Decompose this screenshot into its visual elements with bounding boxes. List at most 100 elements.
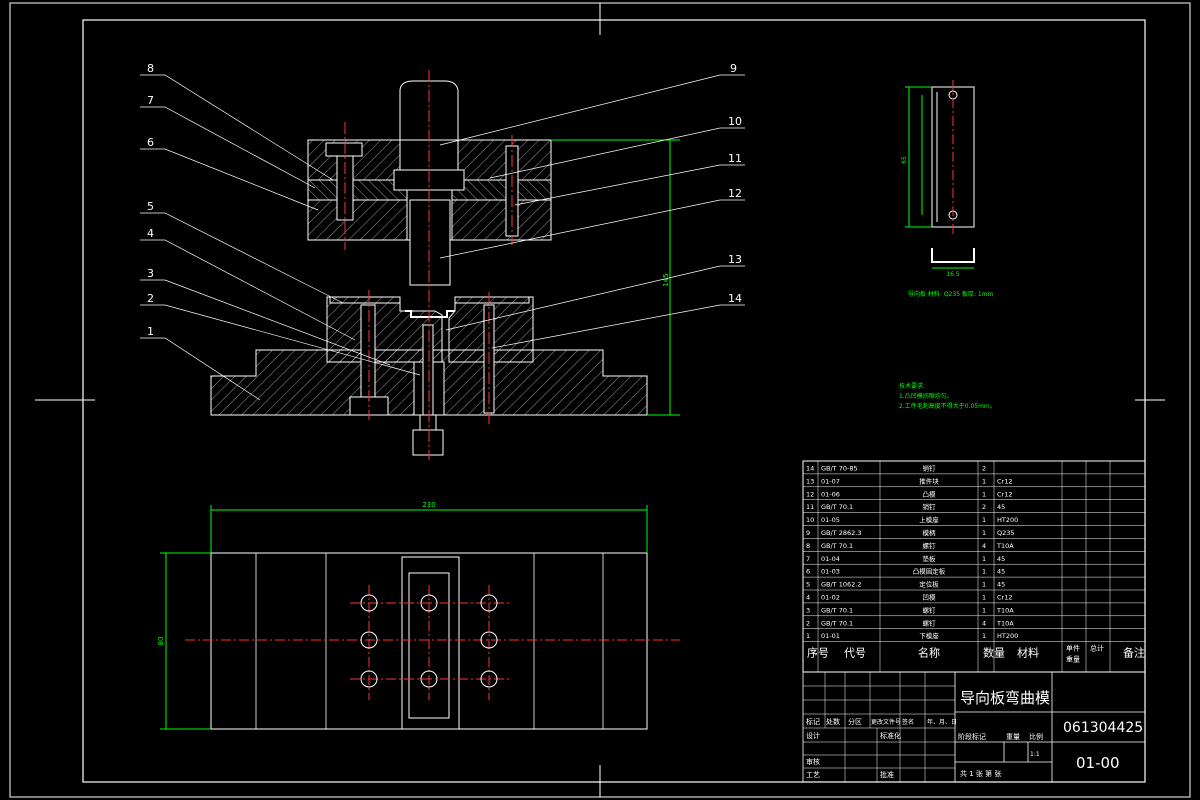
- bom-cell-code: GB/T 2862.3: [821, 529, 861, 537]
- bom-cell-no: 13: [806, 477, 814, 485]
- bom-cell-qty: 1: [982, 632, 986, 640]
- bom-cell-name: 螺钉: [923, 605, 937, 614]
- bom-cell-no: 12: [806, 490, 814, 498]
- bom-cell-mat: HT200: [997, 516, 1018, 524]
- sign-label-4: 更改文件号: [871, 718, 901, 726]
- bom-cell-name: 螺钉: [923, 541, 937, 550]
- bom-header: 序号: [807, 646, 829, 660]
- leader-2: 2: [147, 292, 154, 305]
- leader-4: 4: [147, 227, 154, 240]
- bom-cell-name: 定位板: [919, 580, 939, 589]
- bom-cell-mat: T10A: [996, 619, 1014, 627]
- title-block-text: 导向板弯曲模 061304425 01-00 1:1 标记 处数 分区 更改文件…: [806, 689, 1143, 779]
- bom-cell-code: GB/T 70-85: [821, 465, 858, 473]
- part-height-dim: 65: [901, 156, 908, 164]
- bom-cell-qty: 1: [982, 606, 986, 614]
- bom-cell-qty: 1: [982, 568, 986, 576]
- leader-lines: [140, 74, 745, 401]
- leader-7: 7: [147, 94, 154, 107]
- bom-cell-no: 7: [806, 555, 810, 563]
- bom-cell-no: 5: [806, 581, 810, 589]
- bom-cell-code: 01-02: [821, 594, 840, 602]
- bom-cell-code: 01-04: [821, 555, 840, 563]
- bom-cell-mat: 45: [997, 568, 1005, 576]
- bom-cell-name: 上模座: [919, 515, 939, 524]
- bom-cell-name: 凸模: [923, 489, 937, 498]
- role-process: 工艺: [806, 771, 820, 779]
- drawing-title: 导向板弯曲模: [960, 689, 1050, 707]
- plan-height-dim: 80: [157, 637, 165, 646]
- bom-cell-name: 推件块: [919, 476, 939, 485]
- bom-cell-no: 10: [806, 516, 814, 524]
- bom-cell-name: 垫板: [923, 554, 937, 563]
- bom-cell-qty: 1: [982, 581, 986, 589]
- bom-cell-mat: Cr12: [997, 477, 1012, 485]
- sign-label-6: 年、月、日: [927, 718, 957, 726]
- bom-cell-mat: HT200: [997, 632, 1018, 640]
- leader-13: 13: [728, 253, 742, 266]
- drawing-scale: 1:1: [1030, 751, 1040, 758]
- bom-header: 材料: [1017, 646, 1039, 660]
- bom-cell-qty: 4: [982, 542, 986, 550]
- bom-cell-no: 3: [806, 606, 810, 614]
- bom-cell-no: 11: [806, 503, 814, 511]
- drawing-code: 01-00: [1076, 754, 1120, 772]
- sheet-count: 共 1 张 第 张: [960, 769, 1001, 778]
- tech-requirements: 技术要求: 1.凸凹模间隙均匀。 2.工件毛刺高度不得大于0.05mm。: [899, 382, 996, 410]
- bom-cell-name: 销钉: [923, 502, 937, 511]
- bom-header-sub: 单件: [1066, 644, 1080, 653]
- bom-cell-qty: 1: [982, 516, 986, 524]
- bom-cell-no: 9: [806, 529, 810, 537]
- stage-mark: 阶段标记: [958, 732, 986, 741]
- bom-cell-mat: 45: [997, 581, 1005, 589]
- centering-marks: [35, 3, 1165, 797]
- leader-3: 3: [147, 267, 154, 280]
- leader-8: 8: [147, 62, 154, 75]
- bom-cell-qty: 2: [982, 465, 986, 473]
- bom-cell-mat: 45: [997, 555, 1005, 563]
- drawing-number: 061304425: [1063, 720, 1143, 736]
- workpiece-caption: 导向板 材料: Q235 板厚: 1mm: [908, 290, 994, 298]
- stage-scale: 比例: [1029, 732, 1043, 741]
- bom-cell-qty: 2: [982, 503, 986, 511]
- leader-numbers: 8 7 6 5 4 3 2 1 9 10 11 12 13 14: [147, 62, 742, 338]
- bom-cell-code: 01-03: [821, 568, 840, 576]
- leader-10: 10: [728, 115, 742, 128]
- bom-cell-code: 01-05: [821, 516, 840, 524]
- leader-14: 14: [728, 292, 742, 305]
- sign-label-1: 标记: [806, 717, 820, 726]
- role-review: 审核: [806, 757, 820, 766]
- tech-line-1: 1.凸凹模间隙均匀。: [899, 392, 953, 400]
- bom-cell-name: 下模座: [919, 631, 939, 640]
- bom-cell-name: 销钉: [923, 464, 937, 473]
- bom-cell-qty: 1: [982, 477, 986, 485]
- workpiece-view: 65 16.5 导向板 材料: Q235 板厚: 1mm: [901, 80, 994, 298]
- bom-cell-code: 01-07: [821, 477, 840, 485]
- bom-header: 数量: [983, 647, 1005, 660]
- bom-cell-mat: Cr12: [997, 490, 1012, 498]
- bom-cell-mat: Q235: [997, 529, 1015, 537]
- bom-cell-code: GB/T 70.1: [821, 542, 853, 550]
- inner-border: [82, 19, 1146, 783]
- bom-cell-name: 凸模固定板: [913, 567, 946, 576]
- leader-11: 11: [728, 152, 742, 165]
- part-width-dim: 16.5: [946, 271, 960, 278]
- plan-width-dim: 230: [422, 501, 435, 509]
- bom-cell-qty: 1: [982, 594, 986, 602]
- leader-1: 1: [147, 325, 154, 338]
- bom-header-sub: 总计: [1090, 644, 1104, 653]
- leader-9: 9: [730, 62, 737, 75]
- bom-header: 代号: [844, 647, 866, 660]
- bom-cell-mat: T10A: [996, 606, 1014, 614]
- bom-cell-qty: 4: [982, 619, 986, 627]
- bom-cell-code: GB/T 70.1: [821, 503, 853, 511]
- bom-cell-code: 01-01: [821, 632, 840, 640]
- bom-cell-mat: T10A: [996, 542, 1014, 550]
- bom-cell-name: 模柄: [923, 528, 937, 537]
- bom-cell-no: 1: [806, 632, 810, 640]
- leader-12: 12: [728, 187, 742, 200]
- bom-cell-code: 01-06: [821, 490, 840, 498]
